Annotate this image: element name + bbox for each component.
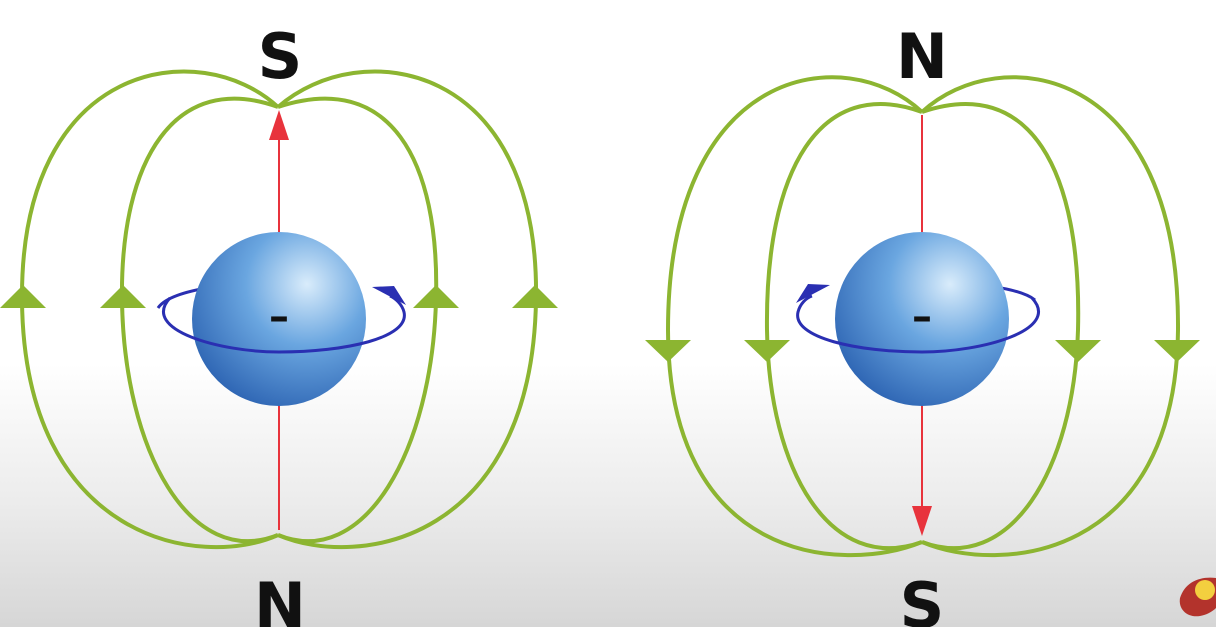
field-arrow-down-3	[1055, 340, 1101, 362]
rotation-ring-front-left	[162, 294, 406, 354]
channel-logo-icon	[1179, 577, 1216, 617]
charge-sign-left: –	[269, 294, 289, 340]
field-lines-right	[665, 75, 1181, 558]
field-arrow-down-1	[645, 340, 691, 362]
field-line-outer-left	[665, 75, 924, 558]
spin-axis-left	[269, 110, 289, 530]
field-line-inner-left	[764, 102, 923, 550]
field-arrows-right	[645, 340, 1200, 362]
left-electron: – S N	[0, 20, 558, 627]
charge-sign-right: –	[912, 294, 932, 340]
field-arrow-up-4	[512, 285, 558, 308]
field-arrow-up-3	[413, 285, 459, 308]
field-arrow-down-4	[1154, 340, 1200, 362]
rotation-arrow-left	[372, 286, 406, 305]
spin-axis-right	[912, 115, 932, 536]
field-arrow-down-2	[744, 340, 790, 362]
electron-sphere-left	[192, 232, 366, 406]
pole-label-bottom-right: S	[900, 569, 945, 627]
pole-label-bottom-left: N	[254, 569, 306, 627]
field-arrow-up-1	[0, 285, 46, 308]
right-electron: – N S	[645, 20, 1200, 627]
field-arrow-up-2	[100, 285, 146, 308]
rotation-arrow-right	[796, 284, 830, 303]
field-line-inner-right	[921, 102, 1081, 550]
rotation-ring-front-right	[796, 294, 1040, 354]
field-line-outer-right	[920, 75, 1181, 558]
spin-axis-arrow-down	[912, 506, 932, 536]
field-arrows-left	[0, 285, 558, 308]
pole-label-top-left: S	[258, 20, 303, 93]
spin-axis-arrow-up	[269, 110, 289, 140]
electron-sphere-right	[835, 232, 1009, 406]
pole-label-top-right: N	[896, 20, 948, 93]
